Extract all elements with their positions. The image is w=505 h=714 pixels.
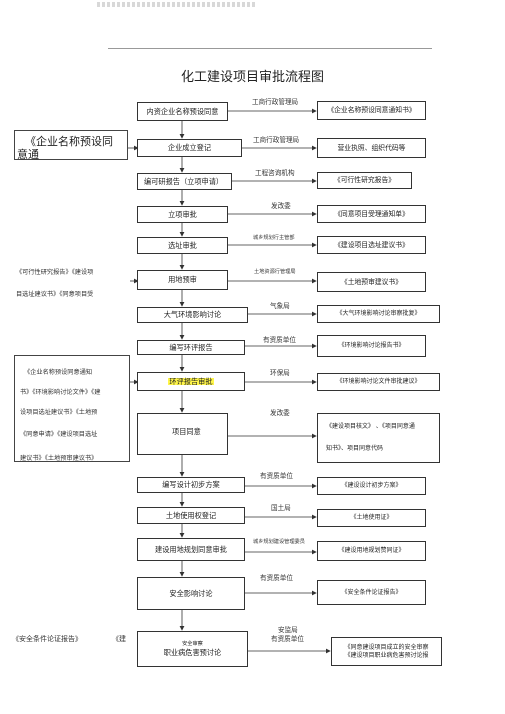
- agency-note: 工商行政管理局: [253, 136, 300, 144]
- agency-note: 工商行政管理局: [252, 98, 299, 106]
- side-note-line: 目选址建议书》《同意项目受: [16, 291, 94, 298]
- result-document: 《同意项目受理通知单》: [317, 205, 426, 223]
- step-project-approval: 立项审批: [137, 206, 228, 223]
- highlighted-label: 环评报告审批: [168, 376, 214, 386]
- side-note-line: 《可行性研究报告》《建设项: [16, 269, 94, 276]
- side-note-line: 《企业名称预设同: [25, 135, 113, 148]
- agency-note: 有资质单位: [263, 336, 296, 344]
- step-safety-and-health-review: 安全审察 职业病危害预讨论: [137, 631, 248, 667]
- result-line-2: 《建设项目职业病危害预讨论报: [344, 651, 429, 659]
- top-rule: [108, 48, 432, 49]
- step-preliminary-design: 编写设计初步方案: [137, 477, 245, 493]
- diagram-title: 化工建设项目审批流程图: [180, 70, 324, 85]
- agency-note: 气象局: [270, 302, 290, 310]
- result-line-1: 《同意建设项目成立的安全审察: [344, 643, 429, 651]
- side-note-line: 建议书》《土地预审建议书》: [20, 455, 98, 462]
- step-company-registration: 企业成立登记: [137, 139, 242, 157]
- side-note-line: 《建: [112, 635, 126, 643]
- step-line-1: 安全审察: [182, 641, 203, 647]
- result-document: 《建设设计初步方案》: [317, 477, 426, 495]
- step-line-2: 职业病危害预讨论: [163, 648, 222, 657]
- step-safety-impact-discussion: 安全影响讨论: [137, 577, 245, 610]
- header-text-line: [97, 2, 257, 7]
- side-note-line: 意通: [17, 148, 39, 161]
- side-note-box-name: [14, 130, 128, 160]
- side-note-line: 《企业名称预设同意通知: [24, 369, 93, 376]
- result-document: 《建设用地规划赞同证》: [317, 541, 426, 561]
- side-note-line: 设项目选址建议书》《土地预: [20, 409, 98, 416]
- side-note-line: 《安全条件论证报告》: [12, 635, 82, 643]
- agency-note: 土地资源行管理局: [254, 269, 296, 275]
- agency-note: 有资质单位: [271, 635, 304, 643]
- result-document: 营业执照、组织代码等: [317, 138, 426, 158]
- agency-note: 有资质单位: [260, 472, 293, 480]
- result-line-2: 知书》、项目同意代码: [326, 445, 384, 452]
- agency-note: 城乡规划行主管部: [253, 235, 295, 241]
- result-document: 《土地预审建议书》: [317, 272, 426, 292]
- side-note-line: 书》《环境影响讨论文件》《建: [20, 389, 101, 396]
- agency-note: 安监局: [278, 626, 298, 634]
- agency-note: 发改委: [270, 409, 290, 417]
- agency-note: 环保局: [270, 369, 290, 377]
- result-document: 《可行性研究报告》: [317, 172, 412, 189]
- result-document: 《建设项目选址建议书》: [317, 236, 426, 254]
- step-eia-approval: 环评报告审批: [137, 372, 245, 391]
- result-document: 《大气环境影响讨论审察批复》: [317, 305, 440, 323]
- result-document: 《安全条件论证报告》: [317, 580, 426, 605]
- side-note-box-eia: [14, 355, 130, 462]
- step-land-use-registration: 土地使用权登记: [137, 507, 245, 524]
- step-land-pre-review: 用地预审: [137, 270, 228, 290]
- result-document: 《企业名称预设同意通知书》: [317, 101, 426, 120]
- result-document: 《环境影响讨论报告书》: [317, 335, 426, 357]
- result-document: 《环境影响讨论文件审批建议》: [317, 373, 440, 391]
- step-land-planning-approval: 建设用地规划同意审批: [137, 538, 245, 561]
- step-name-preapproval: 内资企业名称预设同意: [137, 102, 228, 121]
- step-write-eia-report: 编写环评报告: [137, 340, 245, 355]
- agency-note: 城乡规划建设管理委员: [253, 539, 305, 545]
- step-feasibility-report: 编可研报告（立项申请）: [137, 173, 232, 190]
- step-site-approval: 选址审批: [137, 237, 228, 254]
- agency-note: 工程咨询机构: [255, 169, 295, 177]
- result-line-1: 《建设项目核文》 、《项目同意通: [326, 423, 415, 430]
- result-document: 《建设项目核文》 、《项目同意通 知书》、项目同意代码: [317, 413, 440, 463]
- agency-note: 有资质单位: [260, 574, 293, 582]
- result-document: 《土地使用证》: [317, 509, 426, 527]
- step-air-impact-discussion: 大气环境影响讨论: [137, 307, 248, 323]
- agency-note: 国土局: [271, 504, 291, 512]
- agency-note: 发改委: [271, 202, 291, 210]
- step-project-consent: 项目同意: [137, 413, 228, 455]
- result-document: 《同意建设项目成立的安全审察 《建设项目职业病危害预讨论报: [331, 637, 442, 666]
- side-note-line: 《同意申请》《建设项目选址: [20, 431, 98, 438]
